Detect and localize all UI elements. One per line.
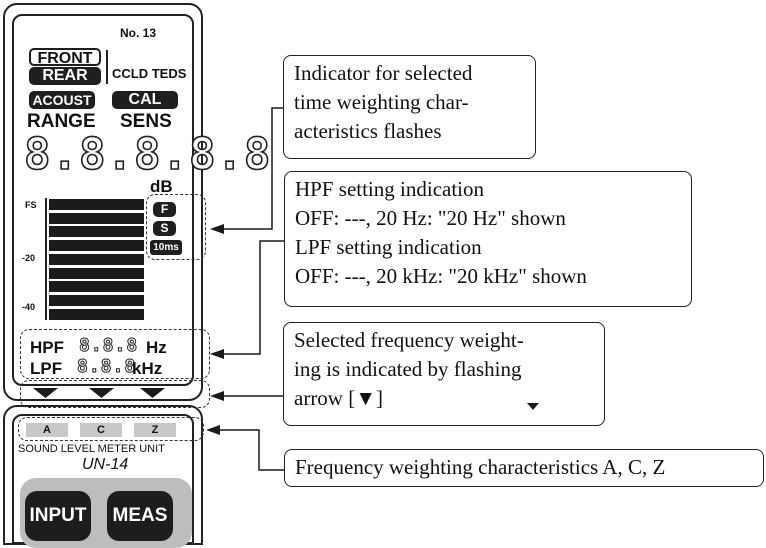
callout-line: HPF setting indication: [295, 177, 484, 201]
weighting-key-a: A: [26, 423, 68, 437]
input-button[interactable]: INPUT: [25, 491, 91, 541]
callout-line: ing is indicated by flashing: [294, 357, 522, 381]
level-bar-segment: [49, 295, 144, 306]
ccld-teds-indicator: CCLD TEDS: [112, 66, 187, 81]
callout-line: time weighting char-: [294, 90, 469, 114]
arrow-a-icon: [33, 388, 58, 398]
weighting-keys-highlight: [18, 417, 204, 441]
callout-time-weighting: Indicator for selected time weighting ch…: [283, 55, 536, 159]
level-bar-segment: [49, 213, 144, 224]
callout-filters: HPF setting indication OFF: ---, 20 Hz: …: [284, 171, 692, 307]
level-bar-segment: [49, 226, 144, 237]
callout-line: Selected frequency weight-: [294, 328, 524, 352]
unit-model: UN-14: [82, 456, 129, 473]
frequency-weighting-arrows: [33, 388, 165, 398]
indicator-divider: [106, 50, 108, 84]
10ms-weighting-indicator: 10ms: [150, 240, 182, 255]
arrowhead-icon: [210, 391, 224, 401]
hpf-unit: Hz: [146, 338, 167, 357]
arrowhead-icon: [206, 425, 220, 435]
meas-button[interactable]: MEAS: [107, 491, 173, 541]
leader-filters: [222, 240, 284, 355]
filter-readout-highlight: [20, 329, 210, 379]
cal-indicator: CAL: [112, 91, 178, 109]
arrowhead-icon: [210, 224, 224, 234]
weighting-key-c: C: [80, 423, 122, 437]
weighting-key-z: Z: [134, 423, 176, 437]
hpf-label: HPF: [30, 338, 64, 357]
arrowhead-icon: [210, 349, 224, 359]
level-bar-segment: [49, 254, 144, 265]
acoust-indicator: ACOUST: [29, 91, 95, 109]
scale-label-fs: FS: [25, 200, 37, 210]
callout-line: Indicator for selected: [294, 61, 473, 85]
unit-caption: SOUND LEVEL METER UNIT: [18, 443, 165, 455]
leader-time-weighting: [222, 107, 283, 230]
arrow-z-icon: [140, 388, 165, 398]
callout-line: acteristics flashes: [294, 119, 442, 143]
callout-freq-weighting: Selected frequency weight- ing is indica…: [283, 322, 605, 426]
lpf-unit: kHz: [132, 359, 163, 378]
level-readout: 8.8.8.8.8: [23, 129, 272, 181]
callout-line: arrow [▼]: [294, 386, 383, 410]
level-bar-segment: [49, 240, 144, 251]
hpf-value: 8.8.8: [78, 335, 139, 357]
unit-number: No. 13: [120, 26, 157, 40]
lcd-display: [12, 14, 194, 386]
range-label: RANGE: [27, 111, 96, 132]
callout-weighting-chars: Frequency weighting characteristics A, C…: [284, 449, 764, 487]
callout-line: LPF setting indication: [295, 235, 482, 259]
lpf-label: LPF: [30, 359, 63, 378]
rear-indicator: REAR: [29, 67, 101, 85]
callout-line: OFF: ---, 20 Hz: "20 Hz" shown: [295, 206, 566, 230]
callout-line: OFF: ---, 20 kHz: "20 kHz" shown: [295, 264, 587, 288]
leader-lines: [33, 107, 539, 471]
arrow-c-icon: [89, 388, 114, 398]
scale-label-minus20: -20: [22, 253, 36, 263]
callout-line: Frequency weighting characteristics A, C…: [295, 455, 666, 479]
lpf-value: 8.8.8: [76, 356, 137, 378]
sens-label: SENS: [120, 111, 172, 132]
scale-label-minus40: -40: [22, 302, 36, 312]
level-bar-segment: [49, 281, 144, 292]
level-bar-segment: [49, 199, 144, 210]
bar-graph-axis: [45, 198, 47, 320]
front-indicator: FRONT: [29, 48, 101, 67]
fast-weighting-indicator: F: [153, 202, 176, 217]
slow-weighting-indicator: S: [153, 221, 176, 236]
level-bar-segment: [49, 309, 144, 320]
db-unit: dB: [150, 177, 173, 196]
level-bar-segment: [49, 268, 144, 279]
weighting-arrow-highlight: [20, 380, 210, 408]
time-weighting-highlight: [146, 194, 206, 260]
leader-weighting-chars: [218, 429, 284, 471]
inline-arrow-icon: [527, 403, 539, 410]
